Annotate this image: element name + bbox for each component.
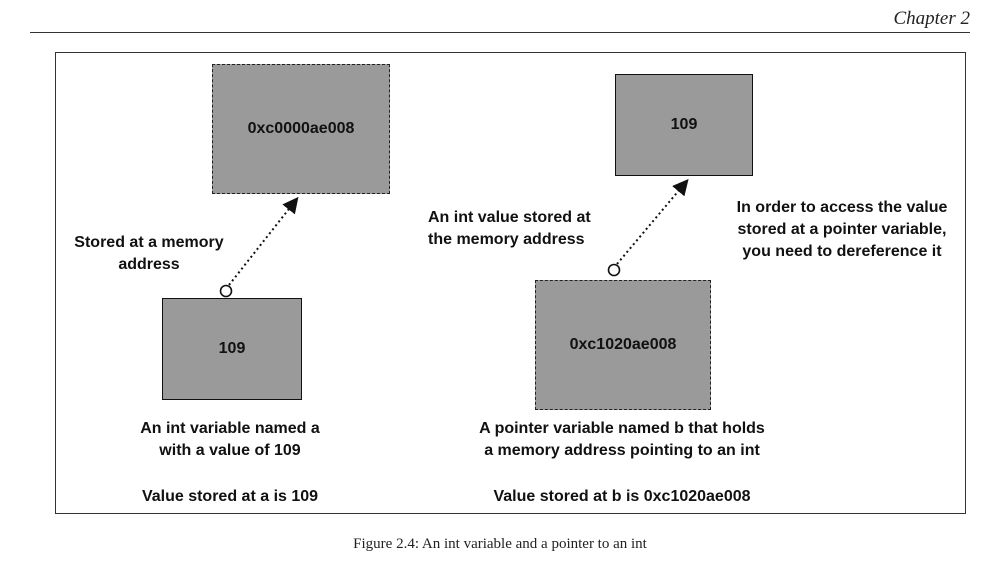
right-arrow-label-line-1: An int value stored at [428, 209, 591, 226]
right-arrow-label: An int value stored at the memory addres… [428, 207, 591, 251]
right-description-line-1: A pointer variable named b that holds [479, 420, 765, 437]
left-description-line-1: An int variable named a [140, 420, 320, 437]
left-value-text: 109 [218, 340, 246, 357]
right-pointer-arrow [607, 178, 689, 277]
left-pointer-arrow [219, 196, 299, 298]
left-arrow-label: Stored at a memory address [64, 232, 234, 276]
left-description: An int variable named a with a value of … [100, 418, 360, 462]
left-arrow-label-line-2: address [118, 256, 180, 273]
diagram-frame [55, 52, 966, 514]
header-rule [30, 32, 970, 33]
right-value-text: 109 [670, 116, 698, 133]
right-description-line-2: a memory address pointing to an int [484, 442, 760, 459]
right-value-box: 109 [615, 74, 753, 176]
dereference-note: In order to access the value stored at a… [706, 197, 978, 263]
dereference-note-line-1: In order to access the value [736, 199, 948, 216]
left-value-line: Value stored at a is 109 [141, 488, 319, 505]
left-arrow-label-line-1: Stored at a memory [74, 234, 224, 251]
left-address-text: 0xc0000ae008 [247, 120, 355, 137]
right-value-line: Value stored at b is 0xc1020ae008 [493, 488, 751, 505]
left-value-box: 109 [162, 298, 302, 400]
left-address-box: 0xc0000ae008 [212, 64, 390, 194]
figure-caption: Figure 2.4: An int variable and a pointe… [353, 536, 647, 552]
left-description-line-2: with a value of 109 [159, 442, 301, 459]
right-arrow-label-line-2: the memory address [428, 231, 585, 248]
dereference-note-line-3: you need to dereference it [742, 243, 942, 260]
left-origin-circle [219, 284, 233, 298]
right-address-box: 0xc1020ae008 [535, 280, 711, 410]
right-address-text: 0xc1020ae008 [569, 336, 677, 353]
chapter-header: Chapter 2 [893, 8, 970, 29]
right-description: A pointer variable named b that holds a … [452, 418, 792, 462]
right-origin-circle [607, 263, 621, 277]
dereference-note-line-2: stored at a pointer variable, [737, 221, 947, 238]
